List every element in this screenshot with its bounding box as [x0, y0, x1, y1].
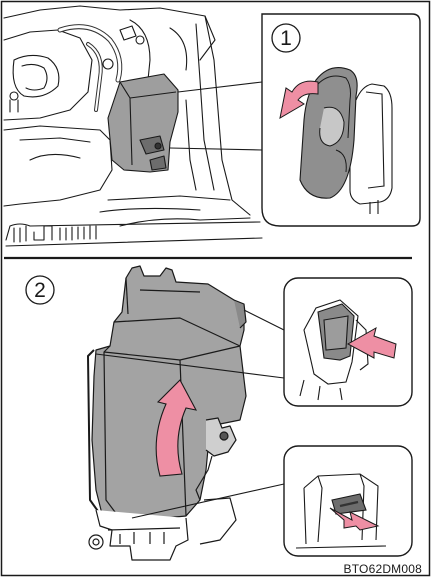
- step2-detail-callout-upper: [284, 278, 412, 406]
- figure-code-label: BTO62DM008: [344, 562, 422, 576]
- step2-badge-number: 2: [34, 279, 46, 302]
- step2-detail-callout-lower: [284, 446, 412, 556]
- step1-detail-callout: 1: [262, 14, 420, 226]
- step1-badge-number: 1: [280, 27, 292, 50]
- step1-fuse-box: [108, 74, 178, 172]
